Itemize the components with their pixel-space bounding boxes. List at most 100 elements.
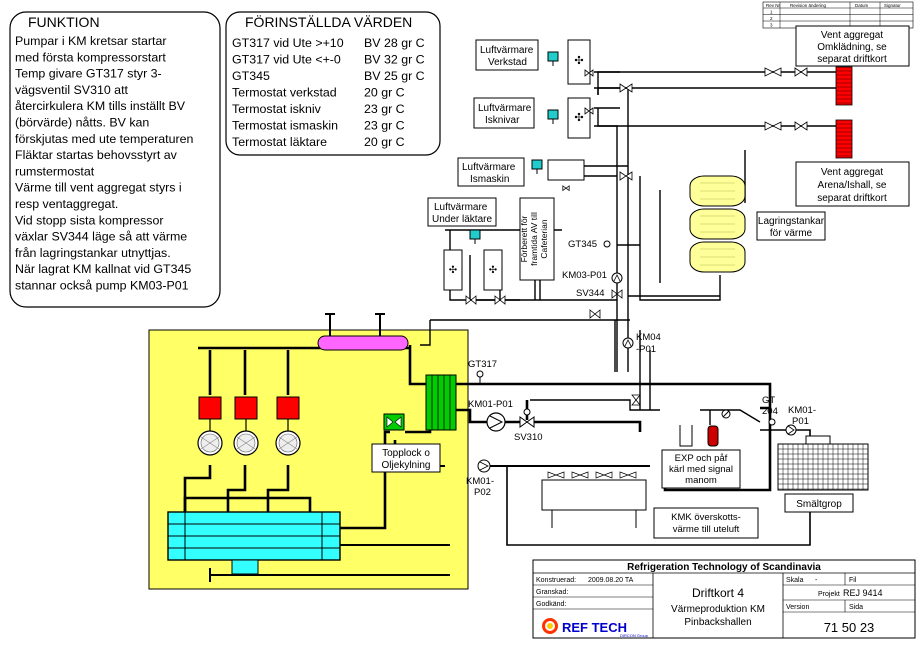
fan-icon: ✣ (574, 55, 583, 67)
title-block (532, 559, 916, 639)
funktion-title: FUNKTION (28, 14, 100, 30)
oil-cooler (383, 413, 405, 431)
valve-icons (465, 67, 808, 406)
vent-top-line1: Vent aggregat (821, 30, 883, 41)
storage-line2: för värme (770, 228, 813, 239)
granskad-label: Granskad: (536, 589, 568, 596)
cafeteria-box (519, 197, 555, 281)
lv-laktare-label-box (427, 197, 497, 227)
kmk-line1: KMK överskotts- (671, 512, 741, 523)
fill-vessel-icon (679, 425, 693, 447)
kmk-cooler-unit (541, 479, 647, 511)
compressor-motor-1 (198, 396, 222, 420)
storage-label-box (756, 211, 826, 241)
logo-text: REF TECH (562, 620, 627, 635)
funktion-box (9, 11, 221, 308)
pump-km01-p02-icon (477, 459, 491, 473)
sensor-icon (476, 370, 484, 378)
gt317-label: GT317 (468, 359, 497, 370)
vent-top-coil (835, 66, 853, 106)
three-way-valve-sv310-icon (519, 416, 535, 428)
km01-right-label-1: KM01- (788, 405, 816, 416)
rev-header-sign: Signatur (884, 3, 901, 8)
lv-laktare-line1: Luftvärmare (434, 202, 488, 213)
rev-row-1: 1 (770, 10, 773, 15)
topplock-line2: Oljekylning (382, 460, 431, 471)
three-way-valve-icon (611, 289, 623, 299)
revision-table: Rev Nr Revision ändering Datum Signatur … (762, 1, 914, 29)
lv-laktare-unit-2 (483, 249, 503, 291)
preset-value: 23 gr C (364, 119, 405, 133)
vent-bottom-line3: separat driftkort (817, 193, 887, 204)
plate-heat-exchanger (425, 374, 457, 431)
km04-label-2: -P01 (636, 344, 656, 355)
smaltgrop-grid (777, 443, 869, 491)
lv-ismaskin-line1: Luftvärmare (462, 162, 516, 173)
preset-name: Termostat verkstad (232, 86, 337, 100)
vent-bottom-line1: Vent aggregat (821, 167, 883, 178)
vent-bottom-line2: Arena/Ishall, se (818, 180, 887, 191)
fan-icon (619, 471, 637, 479)
sv344-label: SV344 (576, 288, 605, 299)
lv-verkstad-line2: Verkstad (488, 57, 527, 68)
preset-name: Termostat läktare (232, 135, 327, 149)
projekt-label: Projekt (818, 591, 840, 598)
godkand-label: Godkänd: (536, 601, 566, 608)
svg-text:framtida AV till: framtida AV till (529, 212, 539, 266)
funktion-line: Pumpar i KM kretsar startar (15, 34, 166, 48)
skala-value: - (815, 577, 818, 584)
fan-icon (571, 471, 589, 479)
compressor-motor-2 (234, 396, 258, 420)
kmk-fans (547, 471, 637, 479)
funktion-line: När lagrat KM kallnat vid GT345 (15, 262, 191, 276)
document-number: 71 50 23 (824, 620, 875, 635)
driftkort-subtitle-1: Värmeproduktion KM (671, 604, 765, 615)
smaltgrop-label-box (784, 493, 854, 513)
thermostat-icon (547, 51, 559, 62)
cafeteria-text: Förberett för framtida AV till Cafeteria… (519, 212, 549, 266)
funktion-text: Pumpar i KM kretsar startar med första ko… (15, 34, 193, 293)
exchanger-sump (231, 559, 259, 575)
fan-icon (595, 471, 613, 479)
sida-label: Sida (849, 604, 863, 611)
exp-label-box (661, 449, 741, 489)
funktion-line: förskjutas med ute temperaturen (15, 132, 193, 146)
pump-km01-p01-icon (486, 412, 506, 432)
preset-value: 20 gr C (364, 135, 405, 149)
vent-bottom-coil (835, 119, 853, 159)
oil-separator (317, 335, 409, 351)
reftech-logo (542, 618, 558, 634)
sv310-label: SV310 (514, 432, 543, 443)
exp-line3: manom (685, 475, 717, 486)
compressor-motor-3 (276, 396, 300, 420)
preset-value: 20 gr C (364, 86, 405, 100)
lv-iskniv-line1: Luftvärmare (478, 103, 532, 114)
topplock-label-box (371, 443, 441, 473)
preset-name: Termostat ismaskin (232, 119, 338, 133)
gt345-label: GT345 (568, 239, 597, 250)
funktion-line: resp ventaggregat. (15, 197, 118, 211)
fan-icon: ⋈ (562, 183, 571, 193)
presets-box (225, 11, 441, 156)
fil-label: Fil (849, 577, 857, 584)
funktion-line: vägsventil SV310 att (15, 83, 129, 97)
expansion-vessel-icon (707, 425, 719, 447)
rev-row-2: 2 (770, 16, 773, 21)
exp-line1: EXP och påf (675, 453, 728, 464)
funktion-line: återcirkulera KM tills inställt BV (15, 99, 186, 113)
funktion-line: med första kompressorstart (15, 50, 166, 64)
preset-name: GT345 (232, 69, 270, 83)
vent-top-label-box (795, 25, 910, 67)
vent-top-line2: Omklädning, se (817, 42, 887, 53)
version-label: Version (786, 604, 809, 611)
fan-icon: ✣ (449, 265, 457, 276)
presets-title: FÖRINSTÄLLDA VÄRDEN (245, 13, 412, 30)
funktion-line: stannar också pump KM03-P01 (15, 279, 189, 293)
projekt-value: REJ 9414 (843, 588, 883, 598)
konstruerad-value: 2009.08.20 TA (588, 577, 634, 584)
fan-icon (547, 471, 565, 479)
lv-verkstad-unit (567, 39, 591, 85)
preset-value: BV 28 gr C (364, 36, 425, 50)
